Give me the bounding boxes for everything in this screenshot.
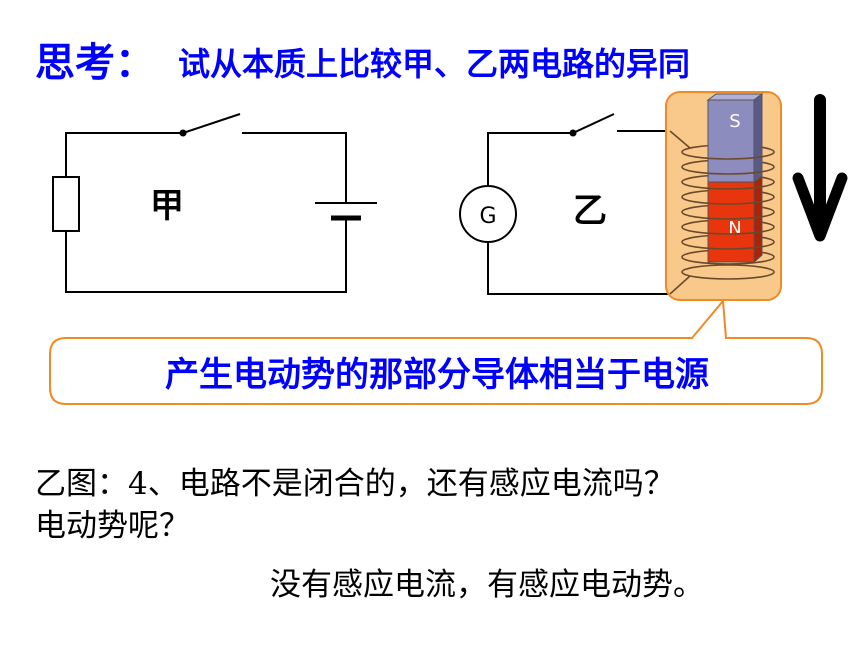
resistor-jia <box>52 176 80 232</box>
switch-yi-blade <box>572 113 615 134</box>
wire-jia-left <box>65 132 180 177</box>
header-question: 试从本质上比较甲、乙两电路的异同 <box>178 45 690 83</box>
wire-yi-left <box>487 132 573 190</box>
question-line-1: 乙图：4、电路不是闭合的，还有感应电流吗？ <box>35 466 675 502</box>
circuit-jia <box>52 113 377 293</box>
circuit-jia-label: 甲 <box>150 186 184 226</box>
down-arrow-icon <box>792 94 848 242</box>
wire-jia-bottom <box>65 218 347 293</box>
answer-line: 没有感应电流，有感应电动势。 <box>270 567 704 603</box>
circuit-yi-label: 乙 <box>573 191 607 231</box>
wire-yi-bottom <box>487 238 670 295</box>
callout-text: 产生电动势的那部分导体相当于电源 <box>165 355 709 395</box>
coil-lead-bottom <box>669 275 691 295</box>
coil-front <box>681 151 775 280</box>
switch-jia-blade <box>182 113 241 134</box>
wire-jia-right <box>242 132 347 203</box>
galvanometer-label: G <box>479 204 496 229</box>
magnet-n-side-face <box>753 175 763 264</box>
question-line-2: 电动势呢？ <box>35 508 190 544</box>
switch-yi-pivot <box>569 129 577 137</box>
header-label: 思考： <box>35 40 155 86</box>
circuit-yi <box>487 113 670 295</box>
magnet-top-face <box>706 93 764 101</box>
coil-lead-top <box>669 130 691 149</box>
callout-bubble <box>49 298 823 405</box>
magnet-n-label: N <box>728 218 741 239</box>
magnet-s-label: S <box>729 111 740 132</box>
switch-jia-pivot <box>179 129 187 137</box>
galvanometer <box>459 185 517 243</box>
